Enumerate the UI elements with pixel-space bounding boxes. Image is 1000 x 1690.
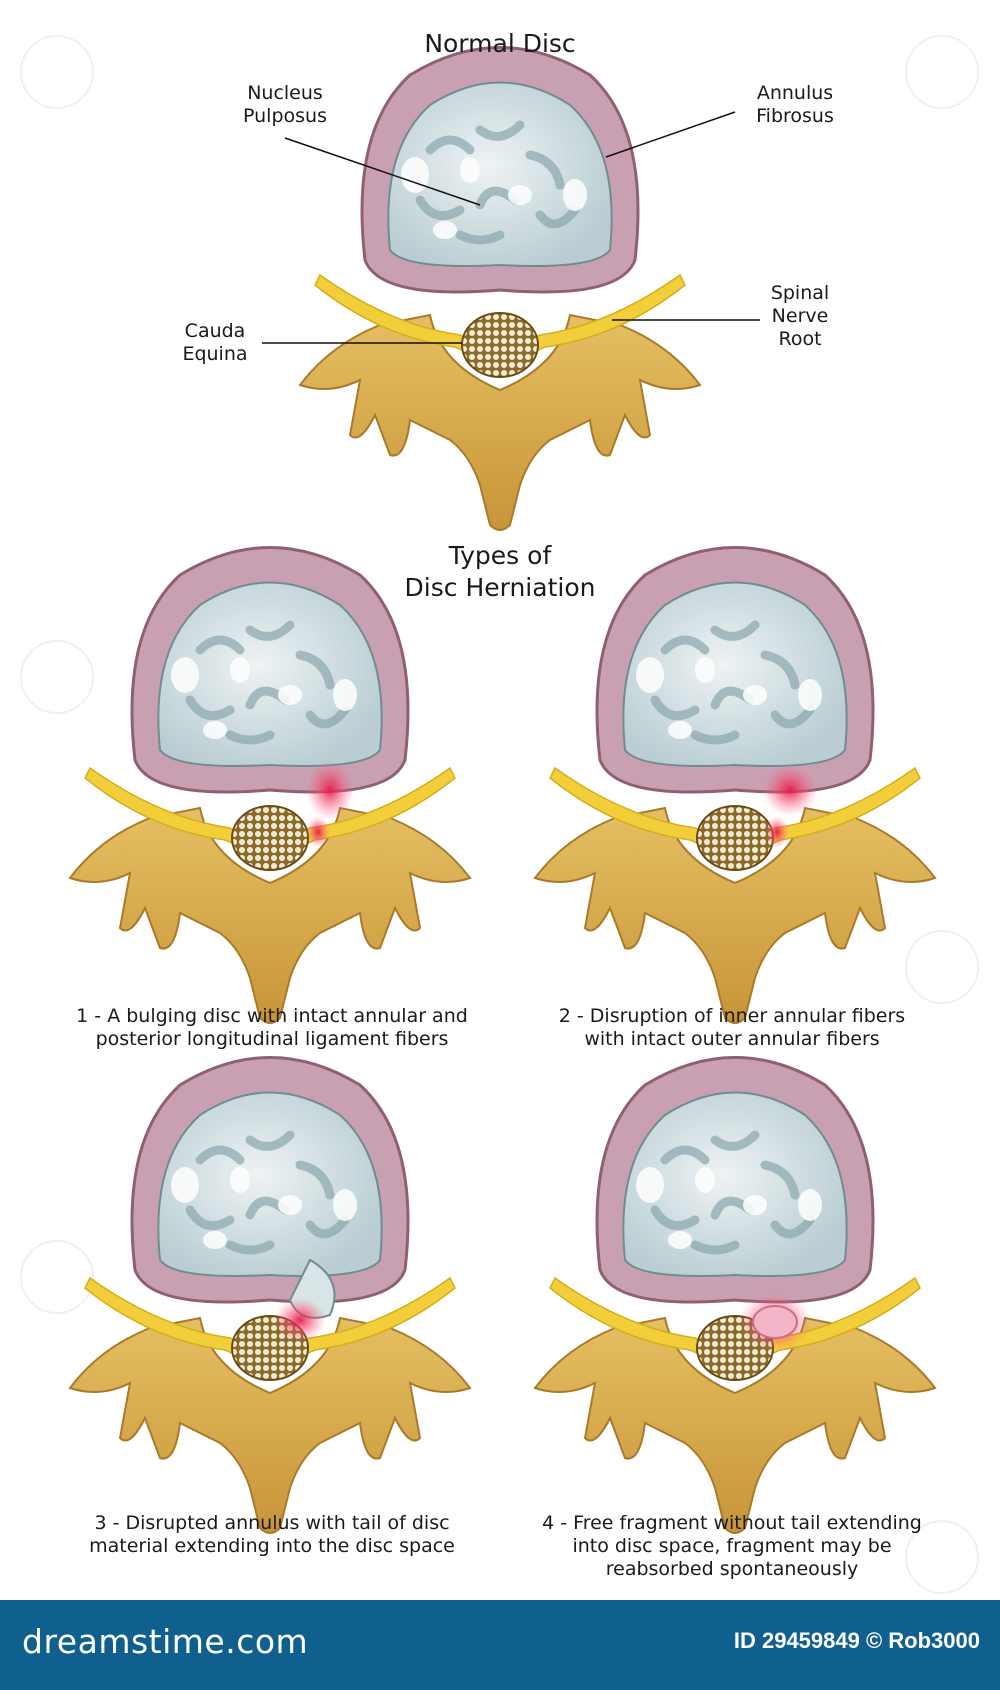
herniation-type-3-illustration (69, 1058, 471, 1534)
watermark-circle (905, 35, 979, 109)
watermark-circle (905, 1520, 979, 1594)
herniation-type-2-illustration (534, 548, 936, 1024)
watermark-circle (20, 640, 94, 714)
image-id-text: ID 29459849 © Rob3000 (733, 1628, 980, 1653)
normal-disc-illustration (262, 48, 760, 531)
disc-diagram (69, 0, 936, 1534)
caption-type-3: 3 - Disrupted annulus with tail of disc … (89, 1512, 455, 1557)
annulus-fibrosus-label: Annulus Fibrosus (756, 82, 834, 127)
nucleus-pulposus-label: Nucleus Pulposus (243, 82, 327, 127)
normal-disc-title: Normal Disc (424, 29, 576, 58)
watermark-circle (20, 35, 94, 109)
caption-type-4: 4 - Free fragment without tail extending… (542, 1512, 922, 1580)
caption-type-2: 2 - Disruption of inner annular fibers w… (558, 1005, 906, 1050)
herniation-type-1-illustration (69, 548, 471, 1024)
dreamstime-logo: dreamstime.com (22, 1622, 309, 1661)
watermark-circle (20, 1240, 94, 1314)
spinal-nerve-root-label: Spinal Nerve Root (770, 282, 830, 350)
footer-bar: dreamstime.com ID 29459849 © Rob3000 (0, 1600, 1000, 1690)
caption-type-1: 1 - A bulging disc with intact annular a… (76, 1005, 468, 1050)
watermark-circle (905, 930, 979, 1004)
cauda-equina-label: Cauda Equina (182, 320, 248, 365)
types-title: Types of Disc Herniation (404, 541, 596, 602)
herniation-type-4-illustration (534, 1058, 936, 1534)
